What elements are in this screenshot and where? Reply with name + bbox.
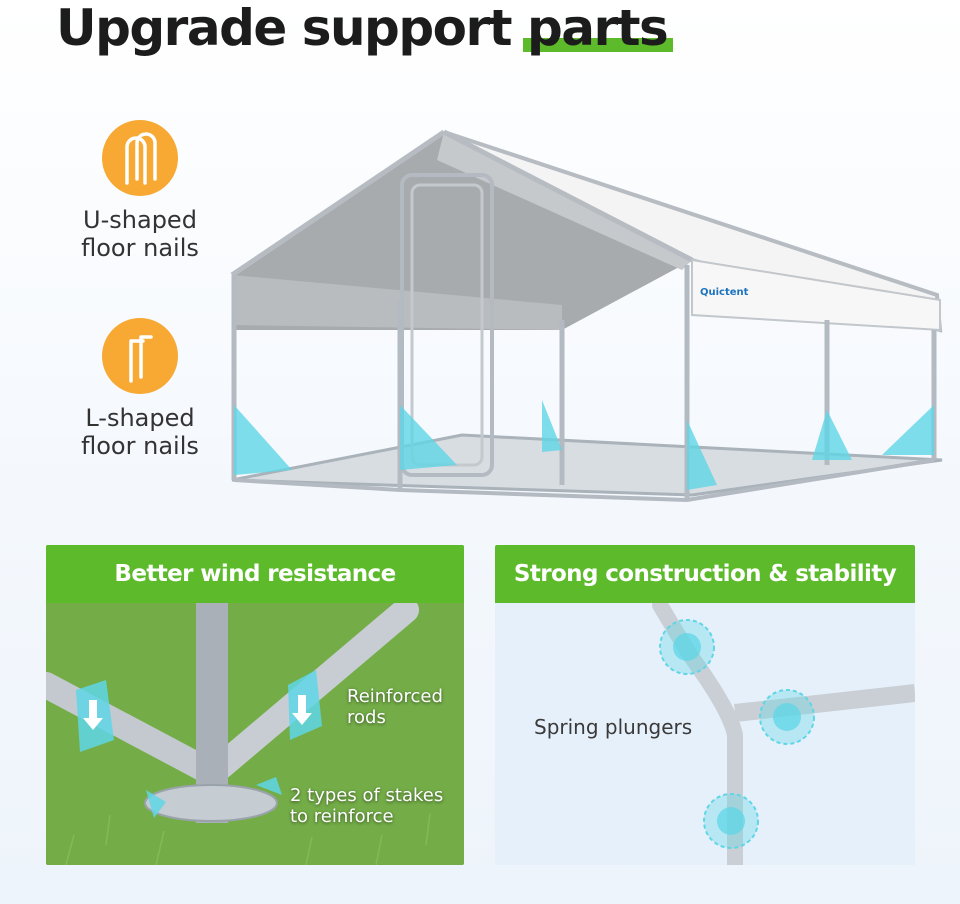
stakes-annot: 2 types of stakes to reinforce	[290, 785, 444, 827]
construction-panel: Strong construction & stability Spring p…	[495, 545, 915, 865]
title-main: Upgrade support	[56, 0, 513, 57]
pipe-joint-illustration	[495, 597, 915, 865]
feature-l-nails: L-shaped floor nails	[60, 318, 220, 460]
reinforced-rods-annot: Reinforced rods	[347, 686, 443, 728]
construction-banner: Strong construction & stability	[495, 545, 915, 603]
page-title: Upgrade support parts	[56, 0, 674, 57]
l-shaped-nail-icon	[102, 318, 178, 394]
wind-banner: Better wind resistance	[46, 545, 464, 603]
canopy-enclosure-image: Quictent	[222, 120, 947, 510]
feature-l-label: L-shaped floor nails	[81, 404, 199, 460]
grass-stake-illustration	[46, 597, 464, 865]
spring-plungers-annot: Spring plungers	[534, 715, 693, 739]
feature-u-nails: U-shaped floor nails	[60, 120, 220, 262]
u-shaped-nail-icon	[102, 120, 178, 196]
feature-u-label: U-shaped floor nails	[81, 206, 199, 262]
title-highlight: parts	[522, 0, 674, 57]
brand-tag: Quictent	[700, 287, 749, 298]
wind-resistance-panel: Better wind resistance Reinforced rods 2…	[46, 545, 464, 865]
